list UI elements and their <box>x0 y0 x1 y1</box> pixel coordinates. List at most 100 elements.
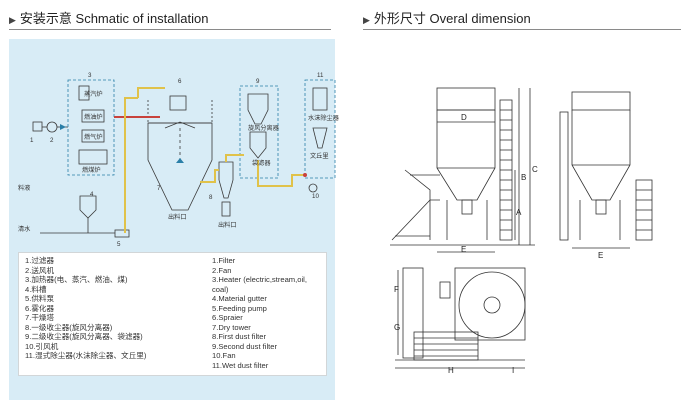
bullet-icon: ▶ <box>9 15 16 25</box>
gas-furnace <box>81 129 105 143</box>
steam-furnace <box>78 85 90 101</box>
legend-item: 11.湿式除尘器(水沫除尘器、文丘里) <box>25 351 147 360</box>
num-5: 5 <box>117 241 121 248</box>
hot-air-pipe-top <box>137 87 165 98</box>
num-2: 2 <box>50 137 54 144</box>
schematic-header-rule <box>9 29 331 30</box>
filter-to-wet-pipe <box>257 160 305 187</box>
num-11: 11 <box>317 72 324 79</box>
legend-item: 1.过滤器 <box>25 256 55 265</box>
top-housing <box>436 87 496 111</box>
legend-box: 1.过滤器 2.送风机 3.加热器(电、蒸汽、燃油、煤) 4.料槽 5.供料泵 … <box>18 252 327 376</box>
venturi <box>312 127 328 149</box>
label-water: 清水 <box>18 225 31 233</box>
legend-item: 4.Material gutter <box>212 294 267 303</box>
dimension-title: 外形尺寸 Overal dimension <box>373 11 531 26</box>
feed-pipe <box>124 97 138 233</box>
first-dust-filter <box>218 161 234 199</box>
legend-english: 1.Filter 2.Fan 3.Heater (electric,stream… <box>212 256 307 370</box>
legend-item: 8.一级收尘器(旋风分离器) <box>25 322 113 332</box>
label-cyclone-separator: 旋风分离器 <box>248 124 280 132</box>
coal-furnace <box>78 149 108 165</box>
dim-C: C <box>532 165 538 174</box>
plan-view <box>395 267 526 369</box>
tower-body <box>436 110 496 201</box>
legend-item: 2.Fan <box>212 265 232 275</box>
num-4: 4 <box>90 191 94 198</box>
schematic-header: ▶安装示意 Schmatic of installation <box>9 8 209 27</box>
dim-E-front: E <box>461 245 466 254</box>
side-tower-body <box>571 110 631 201</box>
label-wet-collector: 水沫除尘器 <box>308 114 340 122</box>
cyclone-separator <box>247 93 269 125</box>
legend-chinese: 1.过滤器 2.送风机 3.加热器(电、蒸汽、燃油、煤) 4.料槽 5.供料泵 … <box>25 256 146 361</box>
dimension-header-rule <box>363 29 681 30</box>
legend-item: coal) <box>212 284 229 294</box>
dim-H: H <box>448 366 454 375</box>
dim-I: I <box>512 366 514 375</box>
num-1: 1 <box>30 137 34 144</box>
legend-item: 6.Spraier <box>212 313 243 322</box>
legend-item: 9.二级收尘器(旋风分离器、袋滤器) <box>25 332 143 341</box>
label-material: 料液 <box>18 184 30 192</box>
legend-item: 6.雾化器 <box>25 303 55 313</box>
legend-item: 1.Filter <box>212 256 236 265</box>
tower-to-cyclone-pipe <box>200 169 219 183</box>
label-gas-furnace: 燃气炉 <box>84 133 103 141</box>
dim-E-side: E <box>598 251 603 260</box>
feeding-pump <box>114 229 130 238</box>
dim-A: A <box>516 208 522 217</box>
label-bag-filter: 袋滤器 <box>252 159 271 167</box>
legend-item: 8.First dust filter <box>212 332 267 341</box>
dim-D: D <box>461 113 467 122</box>
num-8: 8 <box>209 194 213 201</box>
legend-item: 11.Wet dust filter <box>212 360 269 370</box>
dim-F: F <box>394 285 399 294</box>
bullet-icon: ▶ <box>363 15 370 25</box>
legend-item: 10.引风机 <box>25 341 59 351</box>
plan-tower-circle <box>458 271 526 339</box>
dimension-header: ▶外形尺寸 Overal dimension <box>363 8 531 27</box>
schematic-title: 安装示意 Schmatic of installation <box>19 11 209 26</box>
front-elevation <box>390 87 535 253</box>
side-top-housing <box>571 91 631 111</box>
collector-bin <box>221 201 231 217</box>
wet-dust-filter-group <box>304 79 336 179</box>
fan-symbol <box>46 121 58 133</box>
filter-symbol <box>32 121 43 132</box>
legend-item: 3.加热器(电、蒸汽、燃油、煤) <box>25 275 128 284</box>
legend-item: 5.供料泵 <box>25 294 55 303</box>
label-outlet-a: 出料口 <box>168 213 187 221</box>
wet-collector <box>312 87 328 111</box>
plan-dimension-frame <box>402 267 424 359</box>
cyclone-to-filter-pipe <box>225 154 244 162</box>
label-outlet-b: 出料口 <box>218 221 237 229</box>
num-10: 10 <box>312 193 319 200</box>
oil-furnace <box>81 109 105 123</box>
legend-item: 7.干燥塔 <box>25 313 55 322</box>
side-duct <box>559 111 569 241</box>
legend-item: 2.送风机 <box>25 265 55 275</box>
legend-item: 10.Fan <box>212 351 236 360</box>
num-9: 9 <box>256 78 260 85</box>
heater-group <box>67 79 115 176</box>
flow-arrow-icon <box>176 158 184 163</box>
bag-filter <box>249 131 267 159</box>
label-oil-furnace: 燃油炉 <box>84 113 103 121</box>
label-coal-furnace: 燃煤炉 <box>82 166 101 174</box>
material-gutter <box>79 195 97 219</box>
legend-item: 5.Feeding pump <box>212 303 267 313</box>
junction-dot <box>303 173 307 177</box>
legend-item: 3.Heater (electric,stream,oil, <box>212 275 307 284</box>
legend-item: 9.Second dust filter <box>212 341 278 351</box>
dim-B: B <box>521 173 526 182</box>
legend-item: 4.料槽 <box>25 284 47 294</box>
side-elevation <box>559 91 653 249</box>
label-steam-furnace: 蒸汽炉 <box>84 90 103 98</box>
spraier <box>169 95 187 111</box>
num-7: 7 <box>157 185 161 192</box>
num-3: 3 <box>88 72 92 79</box>
label-venturi: 文丘里 <box>310 152 329 160</box>
dim-G: G <box>394 323 400 332</box>
